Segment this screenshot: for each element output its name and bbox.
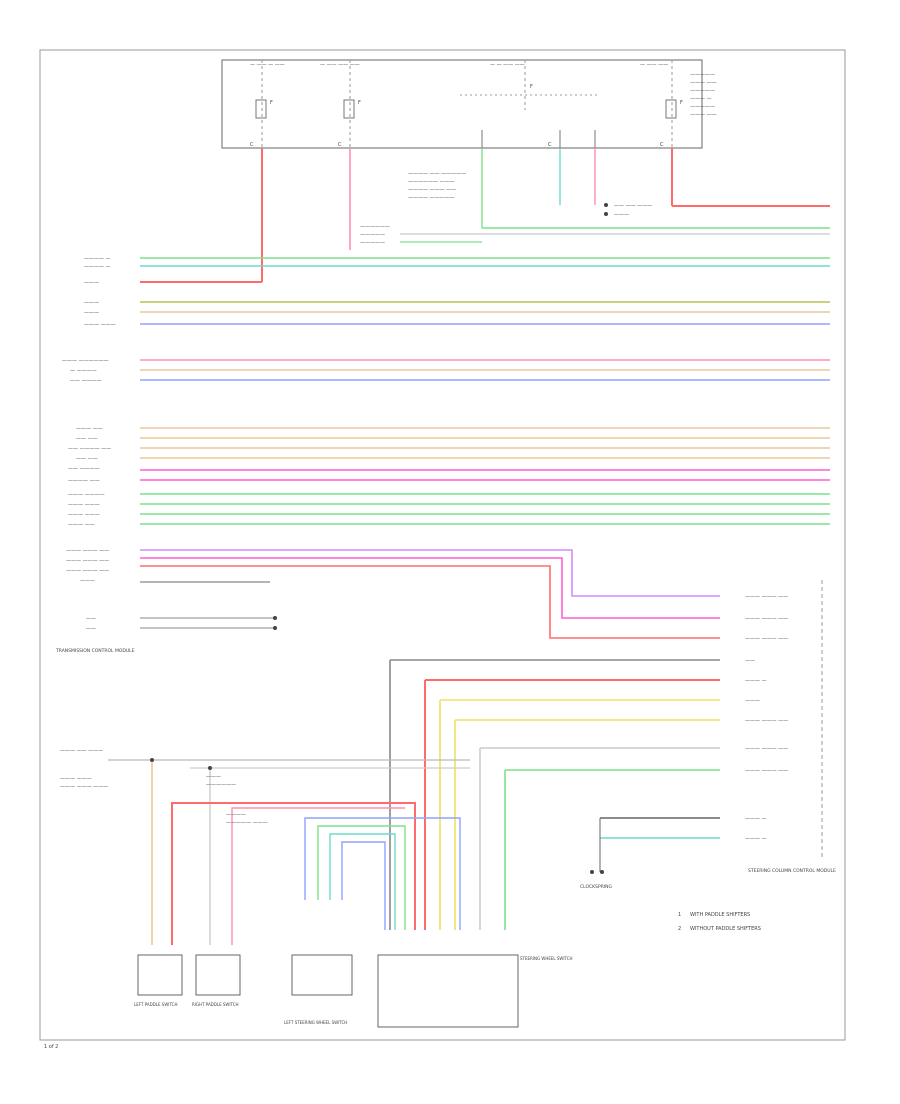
- svg-text:———— —— —————: ———— —— —————: [408, 171, 466, 177]
- steering-wheel-switch-label: STEERING WHEEL SWITCH: [520, 956, 573, 961]
- svg-text:——— —: ——— —: [745, 836, 767, 842]
- fuse-label-2: F: [358, 100, 361, 106]
- connector-label-3: C: [548, 142, 552, 148]
- legend-text-2: WITHOUT PADDLE SHIFTERS: [690, 926, 761, 932]
- svg-text:——————: ——————: [206, 782, 236, 788]
- svg-text:———: ———: [745, 698, 760, 704]
- svg-text:— —— ——: — —— ——: [640, 62, 668, 68]
- svg-text:——— ——— ——: ——— ——— ——: [745, 636, 788, 642]
- svg-text:——————: ——————: [360, 224, 390, 230]
- svg-text:—— ————: —— ————: [70, 378, 102, 384]
- svg-text:——— ——— ——: ——— ——— ——: [745, 616, 788, 622]
- svg-text:———: ———: [84, 280, 99, 286]
- svg-text:——— ——: ——— ——: [690, 112, 717, 118]
- svg-text:———— —: ———— —: [84, 264, 111, 270]
- legend: 1 WITH PADDLE SHIFTERS 2 WITHOUT PADDLE …: [678, 912, 761, 932]
- svg-text:————— ———: ————— ———: [226, 820, 268, 826]
- page-number: 1 of 2: [44, 1044, 58, 1050]
- svg-text:——— ———: ——— ———: [68, 502, 100, 508]
- svg-text:—— ———— ——: —— ———— ——: [68, 446, 111, 452]
- svg-text:—————: —————: [690, 72, 715, 78]
- fuse-label-4: F: [680, 100, 683, 106]
- right-paddle-switch: RIGHT PADDLE SWITCH: [192, 954, 241, 1007]
- svg-text:—— —— ———: —— —— ———: [614, 203, 652, 209]
- svg-text:——: ——: [86, 616, 96, 622]
- clockspring-label: CLOCKSPRING: [580, 884, 613, 890]
- svg-text:———: ———: [80, 578, 95, 584]
- svg-text:————: ————: [226, 812, 246, 818]
- svg-text:——: ——: [86, 626, 96, 632]
- svg-text:— —— —— ——: — —— —— ——: [320, 62, 360, 68]
- steering-column-wires: [140, 549, 720, 639]
- svg-text:—————— ———: —————— ———: [408, 179, 455, 185]
- svg-text:———— ——: ———— ——: [68, 478, 100, 484]
- lower-harness: ——— —————— ———— ————— ——— ——— —— ——— ———…: [60, 660, 506, 945]
- svg-text:——: ——: [745, 658, 755, 664]
- steering-column-module: ——— ——— ————— ——— ————— ——— —— ————— ———…: [390, 580, 836, 874]
- svg-text:—— ————: —— ————: [68, 466, 100, 472]
- right-paddle-switch-label: RIGHT PADDLE SWITCH: [192, 1002, 239, 1007]
- svg-text:———: ———: [84, 300, 99, 306]
- svg-text:——— —: ——— —: [745, 678, 767, 684]
- svg-text:——— ———: ——— ———: [60, 776, 92, 782]
- left-steering-wheel-switch: LEFT STEERING WHEEL SWITCH: [284, 954, 353, 1025]
- svg-text:— ————: — ————: [70, 368, 97, 374]
- svg-text:———: ———: [84, 310, 99, 316]
- svg-text:—————: —————: [360, 232, 385, 238]
- svg-text:—— ——: —— ——: [76, 456, 98, 462]
- svg-text:—————: —————: [360, 240, 385, 246]
- svg-text:——— ——— ——: ——— ——— ——: [745, 746, 788, 752]
- svg-text:—————: —————: [690, 104, 715, 110]
- steering-column-module-label: STEERING COLUMN CONTROL MODULE: [748, 868, 836, 874]
- connector-label-2: C: [338, 142, 342, 148]
- transmission-control-wires: [140, 257, 830, 525]
- svg-text:———: ———: [206, 774, 221, 780]
- svg-text:——— ——— ——: ——— ——— ——: [745, 718, 788, 724]
- svg-text:———: ———: [614, 212, 629, 218]
- legend-marker-1: 1: [678, 912, 681, 918]
- svg-text:——— ——: ——— ——: [68, 522, 95, 528]
- svg-text:——— ———: ——— ———: [68, 512, 100, 518]
- svg-text:— —— — ——: — —— — ——: [250, 62, 285, 68]
- svg-text:———— —————: ———— —————: [408, 195, 455, 201]
- svg-text:—— ——: —— ——: [76, 436, 98, 442]
- fuse-label-1: F: [270, 100, 273, 106]
- svg-text:——— ——— ——: ——— ——— ——: [745, 594, 788, 600]
- connector-label-1: C: [250, 142, 254, 148]
- svg-text:—————: —————: [690, 88, 715, 94]
- svg-text:——— ——— ———: ——— ——— ———: [60, 784, 108, 790]
- diagram-border: [39, 49, 846, 1041]
- legend-marker-2: 2: [678, 926, 681, 932]
- connector-label-4: C: [660, 142, 664, 148]
- svg-text:——— ——— ——: ——— ——— ——: [66, 548, 109, 554]
- svg-text:——— ——: ——— ——: [690, 80, 717, 86]
- svg-text:——— —— ———: ——— —— ———: [60, 748, 103, 754]
- tcm-pin-labels: ———— ————— ———— ————————— ——— ——— ——————…: [62, 256, 116, 632]
- left-steering-wheel-switch-label: LEFT STEERING WHEEL SWITCH: [284, 1020, 347, 1025]
- tcm-label: TRANSMISSION CONTROL MODULE: [55, 648, 135, 654]
- power-distribution-box: — —— — —— — —— —— —— — — —— —— — —— —— —…: [221, 59, 717, 149]
- svg-text:———— ——— ——: ———— ——— ——: [408, 187, 456, 193]
- left-paddle-switch-label: LEFT PADDLE SWITCH: [134, 1002, 177, 1007]
- svg-text:——— —: ——— —: [690, 96, 712, 102]
- svg-text:——— ————: ——— ————: [68, 492, 105, 498]
- svg-text:——— ——— ——: ——— ——— ——: [745, 768, 788, 774]
- steering-wheel-switch: STEERING WHEEL SWITCH: [377, 954, 573, 1028]
- svg-text:— — —— ——: — — —— ——: [490, 62, 525, 68]
- svg-text:——— ——— ——: ——— ——— ——: [66, 568, 109, 574]
- svg-text:——— ——: ——— ——: [76, 426, 103, 432]
- svg-text:——— ——— ——: ——— ——— ——: [66, 558, 109, 564]
- fuse-label-3: F: [530, 84, 533, 90]
- svg-text:——— ———: ——— ———: [84, 322, 116, 328]
- svg-text:——— —: ——— —: [745, 816, 767, 822]
- svg-text:———— —: ———— —: [84, 256, 111, 262]
- svg-text:——— ——————: ——— ——————: [62, 358, 109, 364]
- left-paddle-switch: LEFT PADDLE SWITCH: [134, 954, 183, 1007]
- power-feeds: ———— —— ————— —————— ——— ———— ——— —— ———…: [261, 148, 830, 282]
- legend-text-1: WITH PADDLE SHIFTERS: [690, 912, 750, 918]
